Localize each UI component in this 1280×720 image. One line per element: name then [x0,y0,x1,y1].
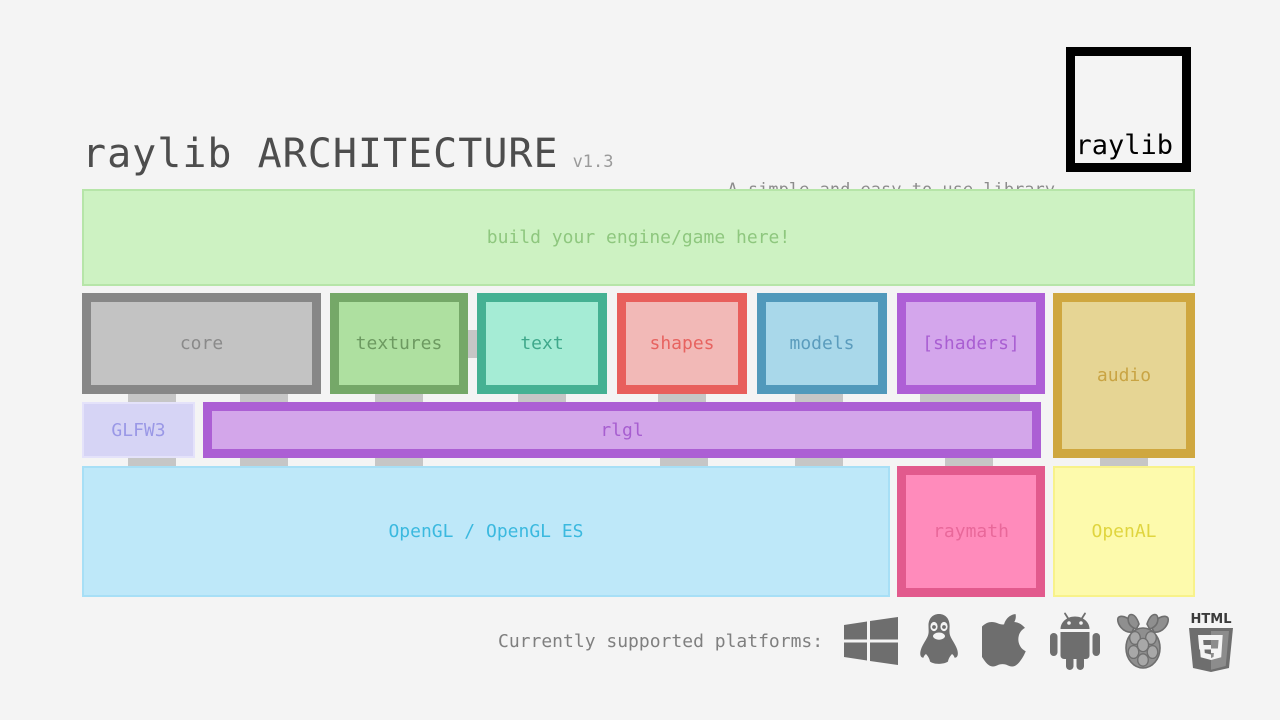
apple-icon [977,610,1037,672]
title-row: raylib ARCHITECTURE v1.3 [82,132,614,176]
module-text[interactable]: text [477,293,607,394]
raylib-logo: raylib [1066,47,1191,172]
module-glfw3[interactable]: GLFW3 [82,402,195,458]
windows-icon [841,610,901,672]
connector-tab [466,330,480,358]
svg-text:HTML: HTML [1191,612,1232,627]
html5-icon: HTML [1181,610,1241,672]
module-raymath[interactable]: raymath [897,466,1045,597]
module-textures[interactable]: textures [330,293,468,394]
module-openal[interactable]: OpenAL [1053,466,1195,597]
module-audio[interactable]: audio [1053,293,1195,458]
module-rlgl[interactable]: rlgl [203,402,1041,458]
module-shaders[interactable]: [shaders] [897,293,1045,394]
version-label: v1.3 [572,152,614,172]
module-opengl[interactable]: OpenGL / OpenGL ES [82,466,890,597]
platform-icon-list: HTML [841,610,1241,672]
module-models[interactable]: models [757,293,887,394]
user-layer-banner: build your engine/game here! [82,189,1195,286]
platforms-label: Currently supported platforms: [498,630,824,652]
page-title: raylib ARCHITECTURE [82,131,559,177]
linux-icon [909,610,969,672]
module-core[interactable]: core [82,293,321,394]
module-shapes[interactable]: shapes [617,293,747,394]
raspberrypi-icon [1113,610,1173,672]
android-icon [1045,610,1105,672]
raylib-logo-text: raylib [1075,130,1173,161]
platforms-footer: Currently supported platforms: [498,604,1241,678]
